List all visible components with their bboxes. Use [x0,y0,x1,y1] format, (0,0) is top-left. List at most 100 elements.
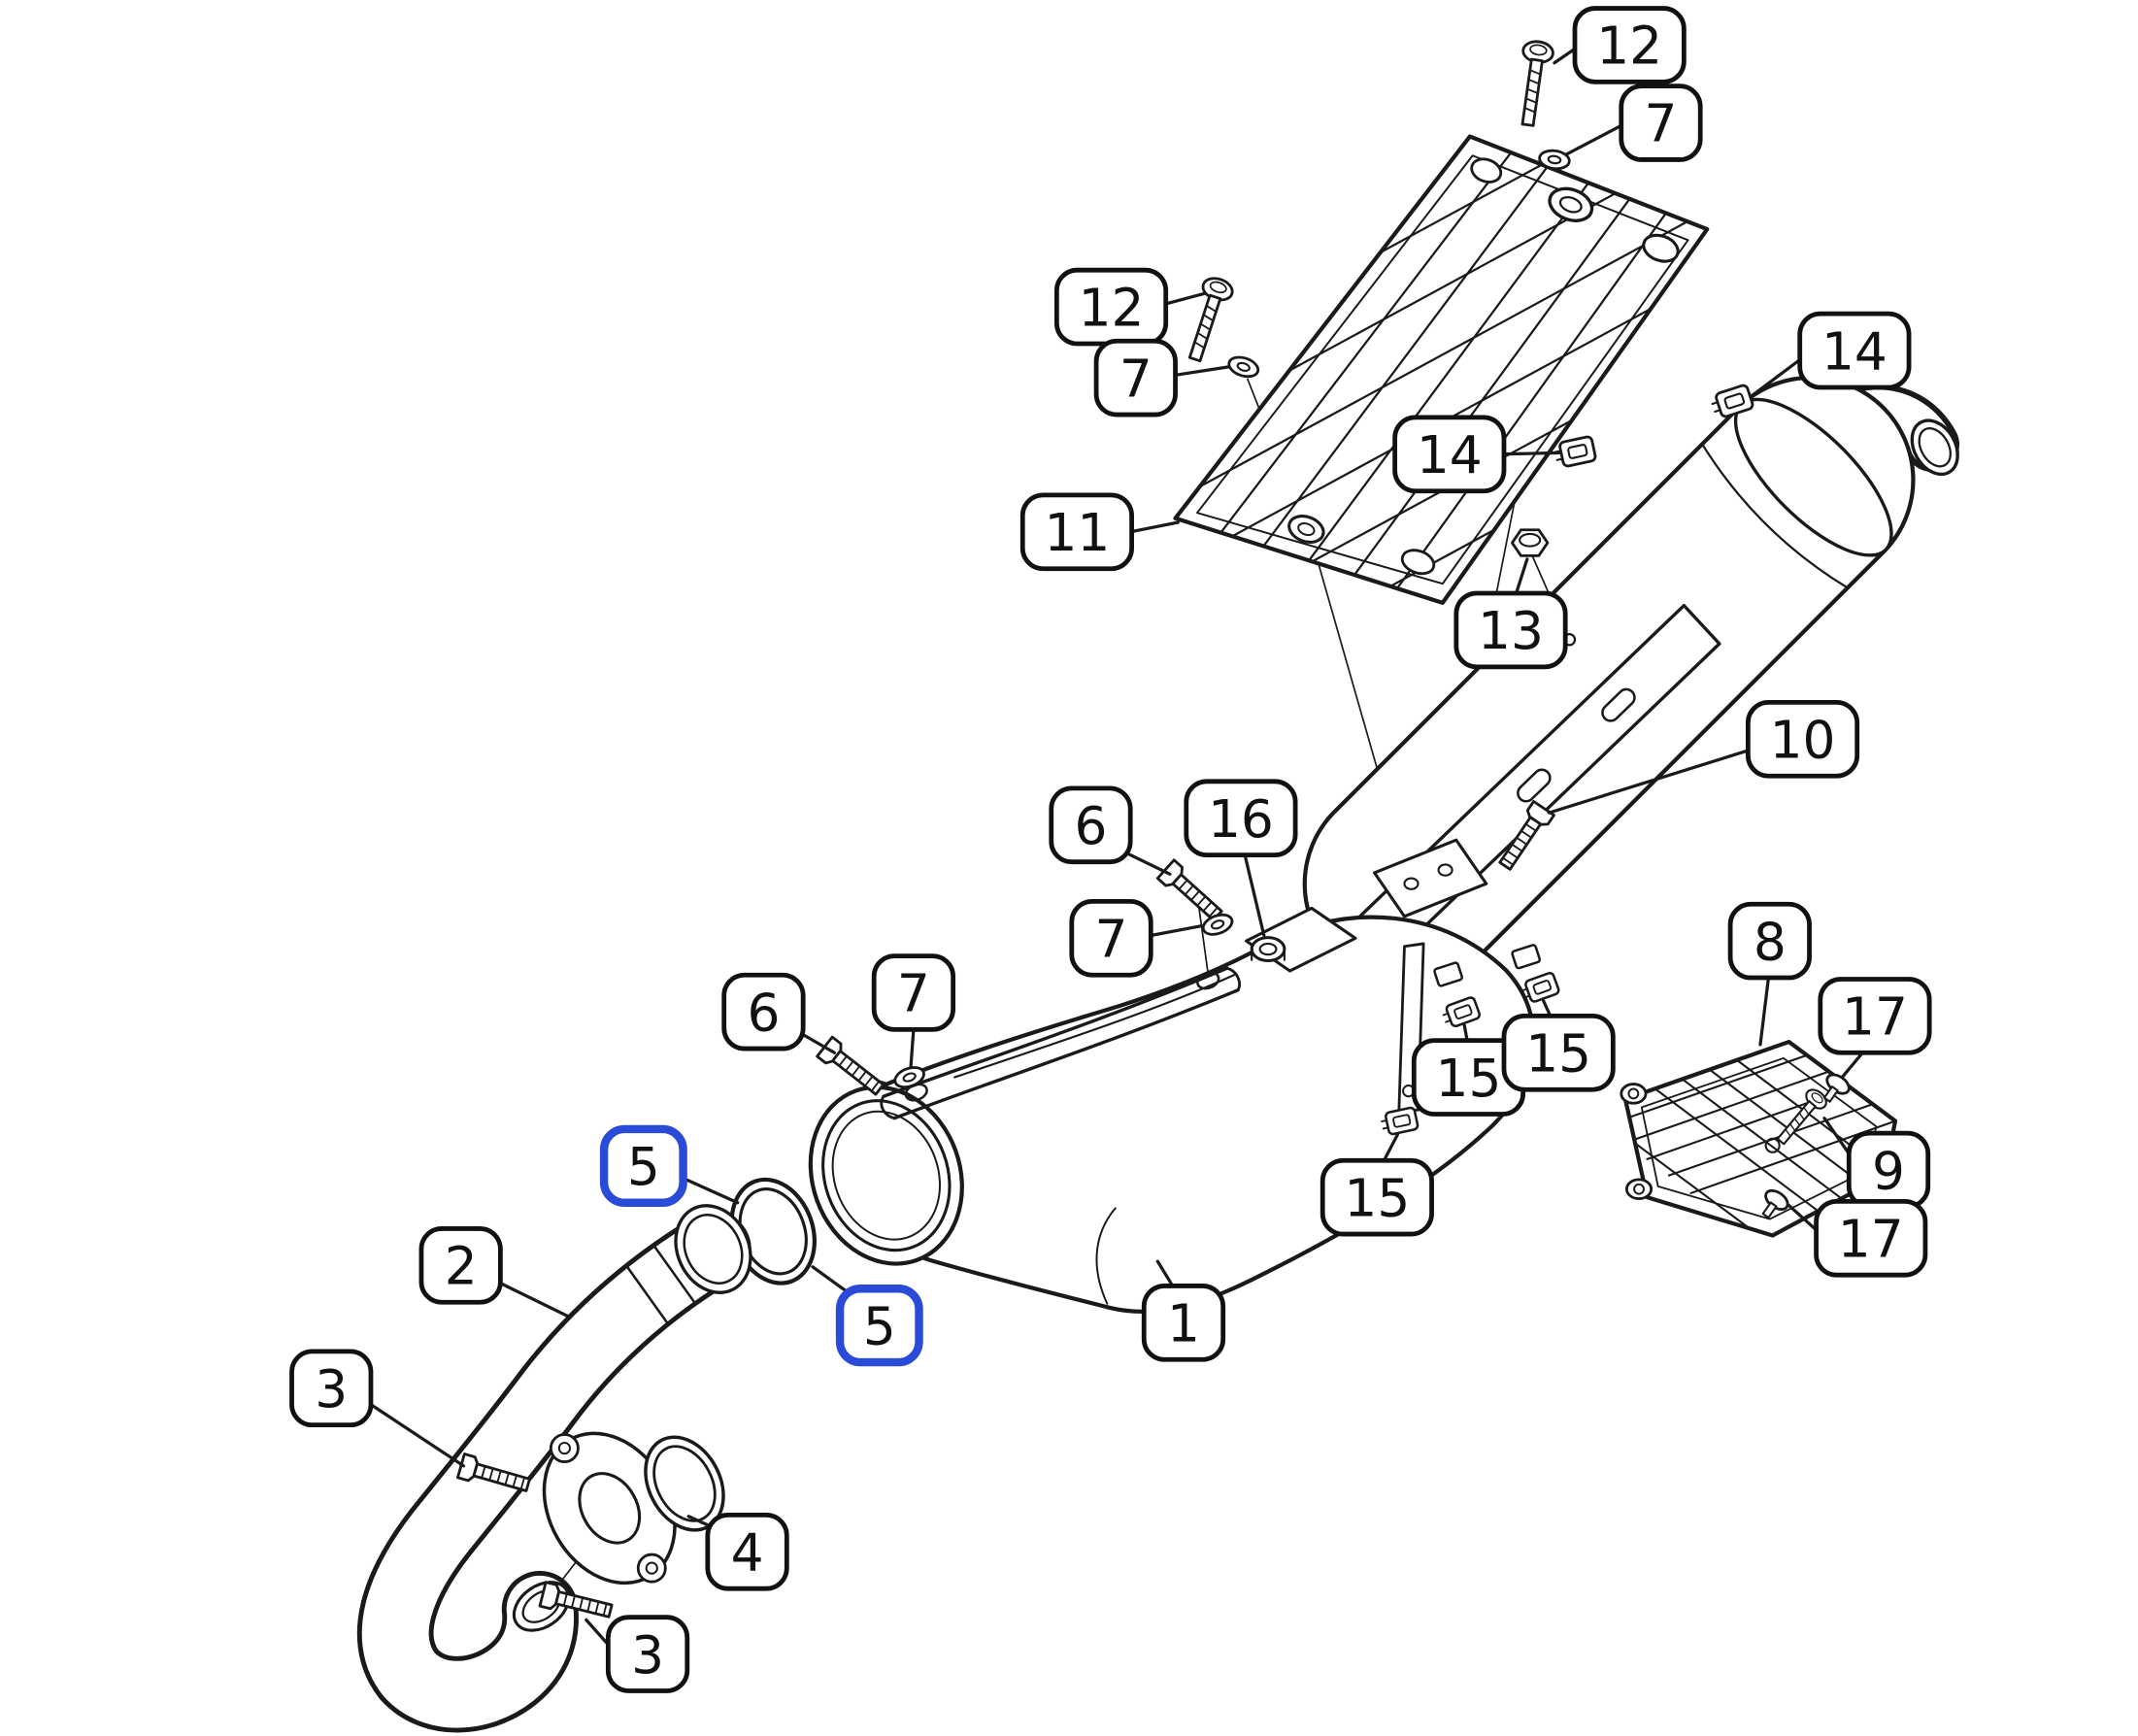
callout-15[interactable]: 15 [1411,1038,1526,1117]
callout-box [705,1512,789,1591]
callout-box [1619,83,1703,162]
callout-17[interactable]: 17 [1814,1198,1928,1278]
callout-box [1572,6,1687,84]
callout-17[interactable]: 17 [1818,977,1932,1055]
callout-13[interactable]: 13 [1453,590,1568,670]
callout-12[interactable]: 12 [1053,267,1169,347]
leader-line-6 [797,1030,837,1054]
part-5-gasket-ring [729,1177,817,1285]
callout-box [1049,785,1133,865]
callout-box [1501,1013,1616,1092]
assembly-projection-lines [551,151,1827,1594]
leader-line-15 [1542,999,1553,1018]
part-2-front-pipe [356,1204,752,1733]
leader-line-5 [681,1176,740,1205]
callout-box [605,1615,690,1693]
callout-15[interactable]: 15 [1501,1013,1616,1092]
callout-number: 15 [1344,1167,1410,1228]
part-flange [542,1431,677,1586]
leader-line-15 [1462,1023,1469,1043]
callout-14[interactable]: 14 [1797,311,1912,390]
callout-number: 4 [731,1521,764,1583]
callout-number: 5 [627,1136,660,1197]
callout-5-highlighted[interactable]: 5 [599,1124,687,1207]
leader-line-15 [1382,1132,1400,1162]
callout-number: 7 [897,963,930,1024]
callout-number: 6 [1074,795,1107,856]
callout-box [1745,699,1860,779]
callout-number: 15 [1525,1022,1591,1084]
callout-7[interactable]: 7 [1069,899,1153,978]
callout-number: 2 [445,1236,478,1297]
callout-number: 12 [1596,16,1662,77]
callout-14[interactable]: 14 [1392,415,1507,494]
callout-7[interactable]: 7 [871,953,956,1032]
leader-line-7 [1173,365,1230,377]
callout-box [599,1124,687,1207]
part-7-washer-mid [1198,909,1237,940]
callout-12[interactable]: 12 [1572,6,1687,84]
callout-10[interactable]: 10 [1745,699,1860,779]
callout-box [289,1349,374,1428]
callout-number: 5 [863,1295,896,1356]
callout-1[interactable]: 1 [1141,1284,1226,1362]
callout-box [1141,1284,1226,1362]
exhaust-diagram-artwork [356,38,1960,1733]
leader-line-2 [498,1282,572,1319]
callout-number: 7 [1095,909,1128,970]
callout-box [1818,977,1932,1055]
part-12-screw-top [1511,38,1556,129]
callout-box [1019,492,1134,572]
callout-5-highlighted[interactable]: 5 [835,1285,923,1367]
callout-box [418,1226,503,1305]
leader-line-1 [1155,1259,1175,1288]
callout-number: 14 [1417,424,1483,485]
callout-9[interactable]: 9 [1846,1130,1931,1210]
callout-7[interactable]: 7 [1093,338,1178,417]
callout-number: 9 [1872,1140,1905,1201]
leader-line-10 [1547,748,1752,815]
callout-box [835,1285,923,1367]
leader-line-17 [1840,1051,1864,1080]
callout-3[interactable]: 3 [289,1349,374,1428]
callout-6[interactable]: 6 [721,972,806,1052]
callout-box [871,953,956,1032]
callout-2[interactable]: 2 [418,1226,503,1305]
callout-15[interactable]: 15 [1320,1157,1434,1237]
callout-11[interactable]: 11 [1019,492,1134,572]
leader-line-14 [1750,356,1803,398]
callout-number: 8 [1754,911,1787,972]
callout-3[interactable]: 3 [605,1615,690,1693]
callout-number: 7 [1645,93,1678,154]
callout-box [1727,901,1812,981]
callout-4[interactable]: 4 [705,1512,789,1591]
callout-box [1814,1198,1928,1278]
leader-line-9 [1822,1117,1851,1155]
leader-line-12 [1162,291,1208,306]
callout-6[interactable]: 6 [1049,785,1133,865]
callout-number: 11 [1044,502,1110,563]
callout-number: 3 [315,1358,348,1419]
callout-number: 12 [1079,277,1145,338]
callout-box [1797,311,1912,390]
part-7-washer-left [1224,351,1263,383]
part-hanger-bracket [1373,838,1488,918]
callout-7[interactable]: 7 [1619,83,1703,162]
callout-number: 15 [1436,1048,1502,1109]
callout-box [1184,779,1298,858]
part-16-grommet [1250,936,1286,963]
callout-16[interactable]: 16 [1184,779,1298,858]
leader-line-16 [1243,853,1266,938]
leader-line-11 [1128,520,1180,534]
callout-number: 14 [1821,320,1887,382]
callout-number: 6 [747,982,780,1043]
callout-8[interactable]: 8 [1727,901,1812,981]
leader-line-17 [1787,1203,1819,1232]
callout-number: 16 [1208,788,1274,850]
callout-number: 10 [1770,710,1836,771]
leader-line-3 [585,1618,610,1647]
part-6-bolt-left [815,1035,889,1101]
part-4-clamp-ring [644,1435,725,1532]
